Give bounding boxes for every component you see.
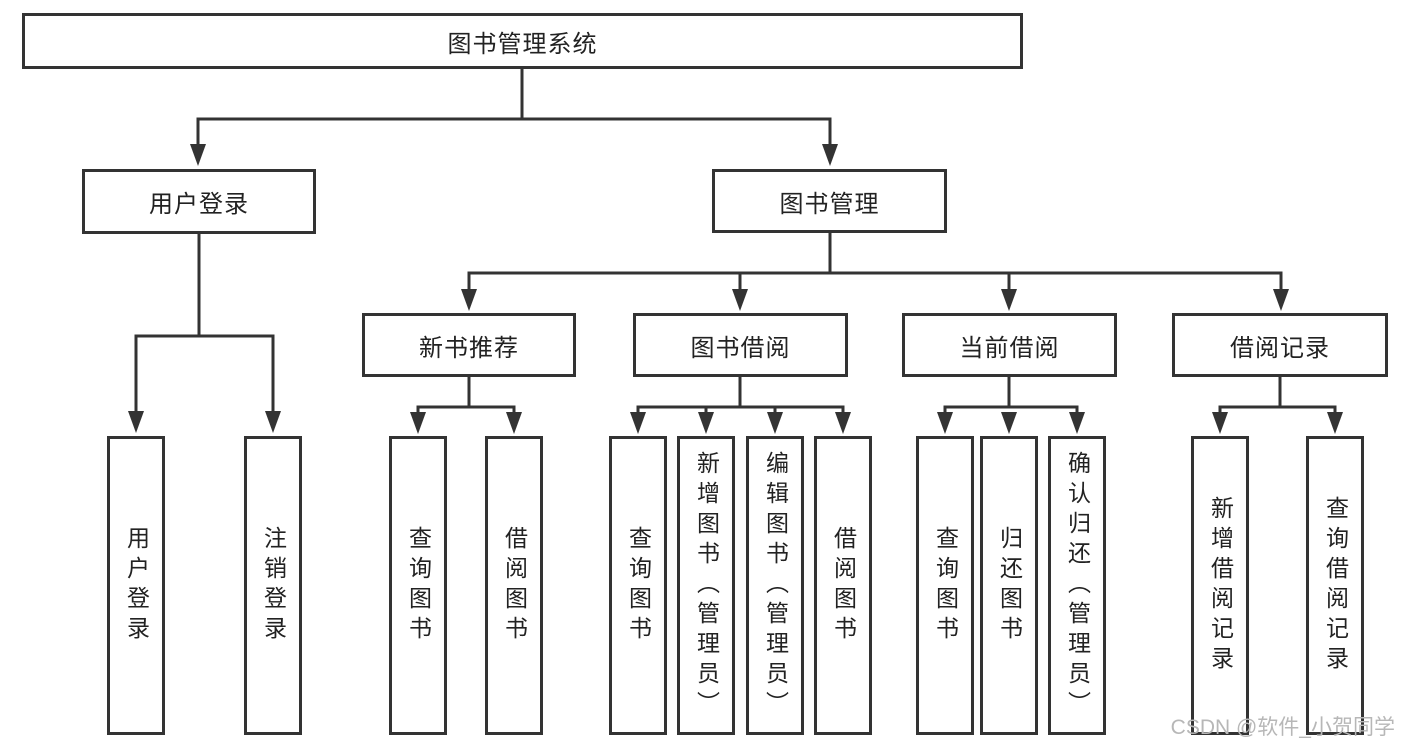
node-label: 查询图书	[405, 525, 432, 646]
node-label: 注销登录	[260, 525, 287, 646]
node-library-management-system: 图书管理系统	[22, 13, 1023, 69]
node-label: 新书推荐	[419, 334, 519, 362]
leaf-confirm-return-admin: 确认归还（管理员）	[1048, 436, 1106, 735]
leaf-borrow-books-borrowing: 借阅图书	[814, 436, 872, 735]
node-user-login: 用户登录	[82, 169, 316, 234]
node-label: 确认归还（管理员）	[1064, 450, 1091, 721]
node-label: 借阅图书	[501, 525, 528, 646]
node-current-borrowing: 当前借阅	[902, 313, 1117, 377]
leaf-borrow-books-recommend: 借阅图书	[485, 436, 543, 735]
leaf-return-books: 归还图书	[980, 436, 1038, 735]
node-label: 查询借阅记录	[1322, 495, 1349, 676]
node-label: 图书管理	[779, 190, 880, 218]
leaf-query-books-borrowing: 查询图书	[609, 436, 667, 735]
node-label: 编辑图书（管理员）	[762, 450, 789, 721]
node-book-borrowing: 图书借阅	[633, 313, 848, 377]
node-label: 归还图书	[996, 525, 1023, 646]
node-new-book-recommendation: 新书推荐	[362, 313, 576, 377]
node-label: 图书借阅	[690, 334, 791, 362]
leaf-query-books-recommend: 查询图书	[389, 436, 447, 735]
node-label: 图书管理系统	[447, 30, 598, 58]
leaf-logout-login: 注销登录	[244, 436, 302, 735]
node-label: 用户登录	[123, 525, 150, 646]
node-label: 借阅记录	[1230, 334, 1330, 362]
node-label: 新增图书（管理员）	[693, 450, 720, 721]
node-borrowing-records: 借阅记录	[1172, 313, 1388, 377]
leaf-user-login: 用户登录	[107, 436, 165, 735]
node-label: 查询图书	[625, 525, 652, 646]
csdn-watermark: CSDN @软件_小贺同学	[1170, 716, 1395, 739]
node-label: 当前借阅	[959, 334, 1060, 362]
node-book-management: 图书管理	[712, 169, 947, 233]
leaf-add-books-admin: 新增图书（管理员）	[677, 436, 735, 735]
node-label: 用户登录	[149, 191, 249, 218]
leaf-query-borrow-record: 查询借阅记录	[1306, 436, 1364, 735]
leaf-edit-books-admin: 编辑图书（管理员）	[746, 436, 804, 735]
node-label: 借阅图书	[830, 525, 857, 646]
node-label: 查询图书	[932, 525, 959, 646]
leaf-add-borrow-record: 新增借阅记录	[1191, 436, 1249, 735]
leaf-query-books-current: 查询图书	[916, 436, 974, 735]
node-label: 新增借阅记录	[1207, 495, 1234, 676]
